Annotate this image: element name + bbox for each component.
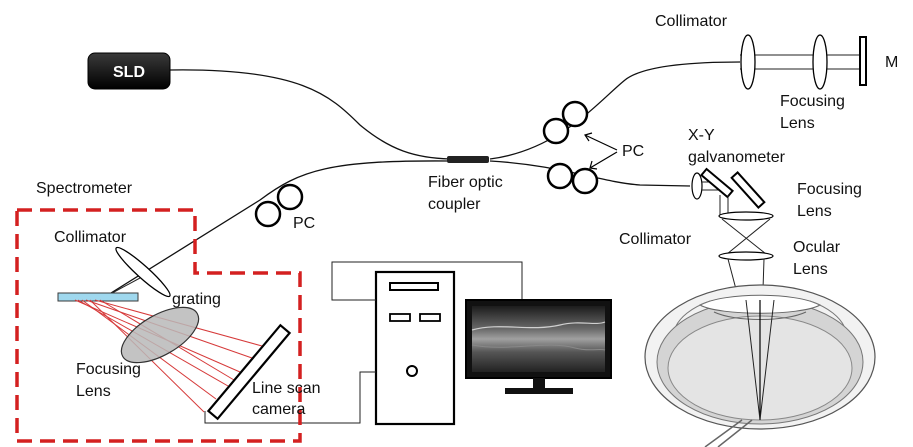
focusing-ref-lens <box>812 34 828 90</box>
mirror <box>859 36 867 86</box>
fiber-lines <box>102 61 741 299</box>
focusing-spec-label-2: Lens <box>76 383 111 400</box>
sample-arm: X-Y galvanometer Focusing Lens Collimato… <box>619 127 862 381</box>
pc-top-label: PC <box>622 143 644 160</box>
ocular-lens <box>718 251 774 261</box>
fiber-coupler-label-2: coupler <box>428 196 481 213</box>
collimator-sample-lens <box>691 172 703 200</box>
ocular-label-1: Ocular <box>793 239 841 256</box>
diffraction-grating-icon <box>57 292 139 302</box>
collimator-spec-label: Collimator <box>54 229 127 246</box>
galvo-mirror-y <box>730 171 766 209</box>
collimator-ref-label: Collimator <box>655 13 728 30</box>
line-scan-camera-icon <box>206 323 292 421</box>
monitor-icon <box>465 299 612 394</box>
galvo-mirror-x <box>699 167 735 199</box>
xy-galvo-label-1: X-Y <box>688 127 715 144</box>
spectrometer-label: Spectrometer <box>36 180 133 197</box>
focusing-sample-label-1: Focusing <box>797 181 862 198</box>
fiber-coupler-label-1: Fiber optic <box>428 174 503 191</box>
polarization-controller-top: PC <box>542 100 644 195</box>
collimator-sample-label: Collimator <box>619 231 692 248</box>
pc-left-label: PC <box>293 215 315 232</box>
xy-galvo-label-2: galvanometer <box>688 149 786 166</box>
focusing-ref-label-1: Focusing <box>780 93 845 110</box>
focusing-ref-label-2: Lens <box>780 115 815 132</box>
computer-tower-icon <box>204 261 523 426</box>
reference-arm: Collimator M Focusing Lens <box>655 13 898 132</box>
fiber-coupler: Fiber optic coupler <box>428 156 503 213</box>
line-scan-label-2: camera <box>252 401 305 418</box>
focusing-sample-lens <box>718 211 774 221</box>
line-scan-label-1: Line scan <box>252 380 321 397</box>
focusing-spec-label-1: Focusing <box>76 361 141 378</box>
mirror-label: M <box>885 54 898 71</box>
focusing-sample-label-2: Lens <box>797 203 832 220</box>
sld-label: SLD <box>113 64 145 81</box>
grating-label: grating <box>172 291 221 308</box>
spectrometer-internals: Collimator grating Focusing Lens Line sc… <box>54 229 321 421</box>
eye-icon <box>644 284 876 447</box>
spectrometer-box: Spectrometer <box>15 180 302 443</box>
ocular-label-2: Lens <box>793 261 828 278</box>
polarization-controller-left: PC <box>254 183 315 232</box>
focusing-spec-lens <box>120 306 200 364</box>
collimator-ref-lens <box>740 34 756 90</box>
collimator-spec-lens <box>115 246 171 298</box>
sld-source: SLD <box>87 52 171 90</box>
